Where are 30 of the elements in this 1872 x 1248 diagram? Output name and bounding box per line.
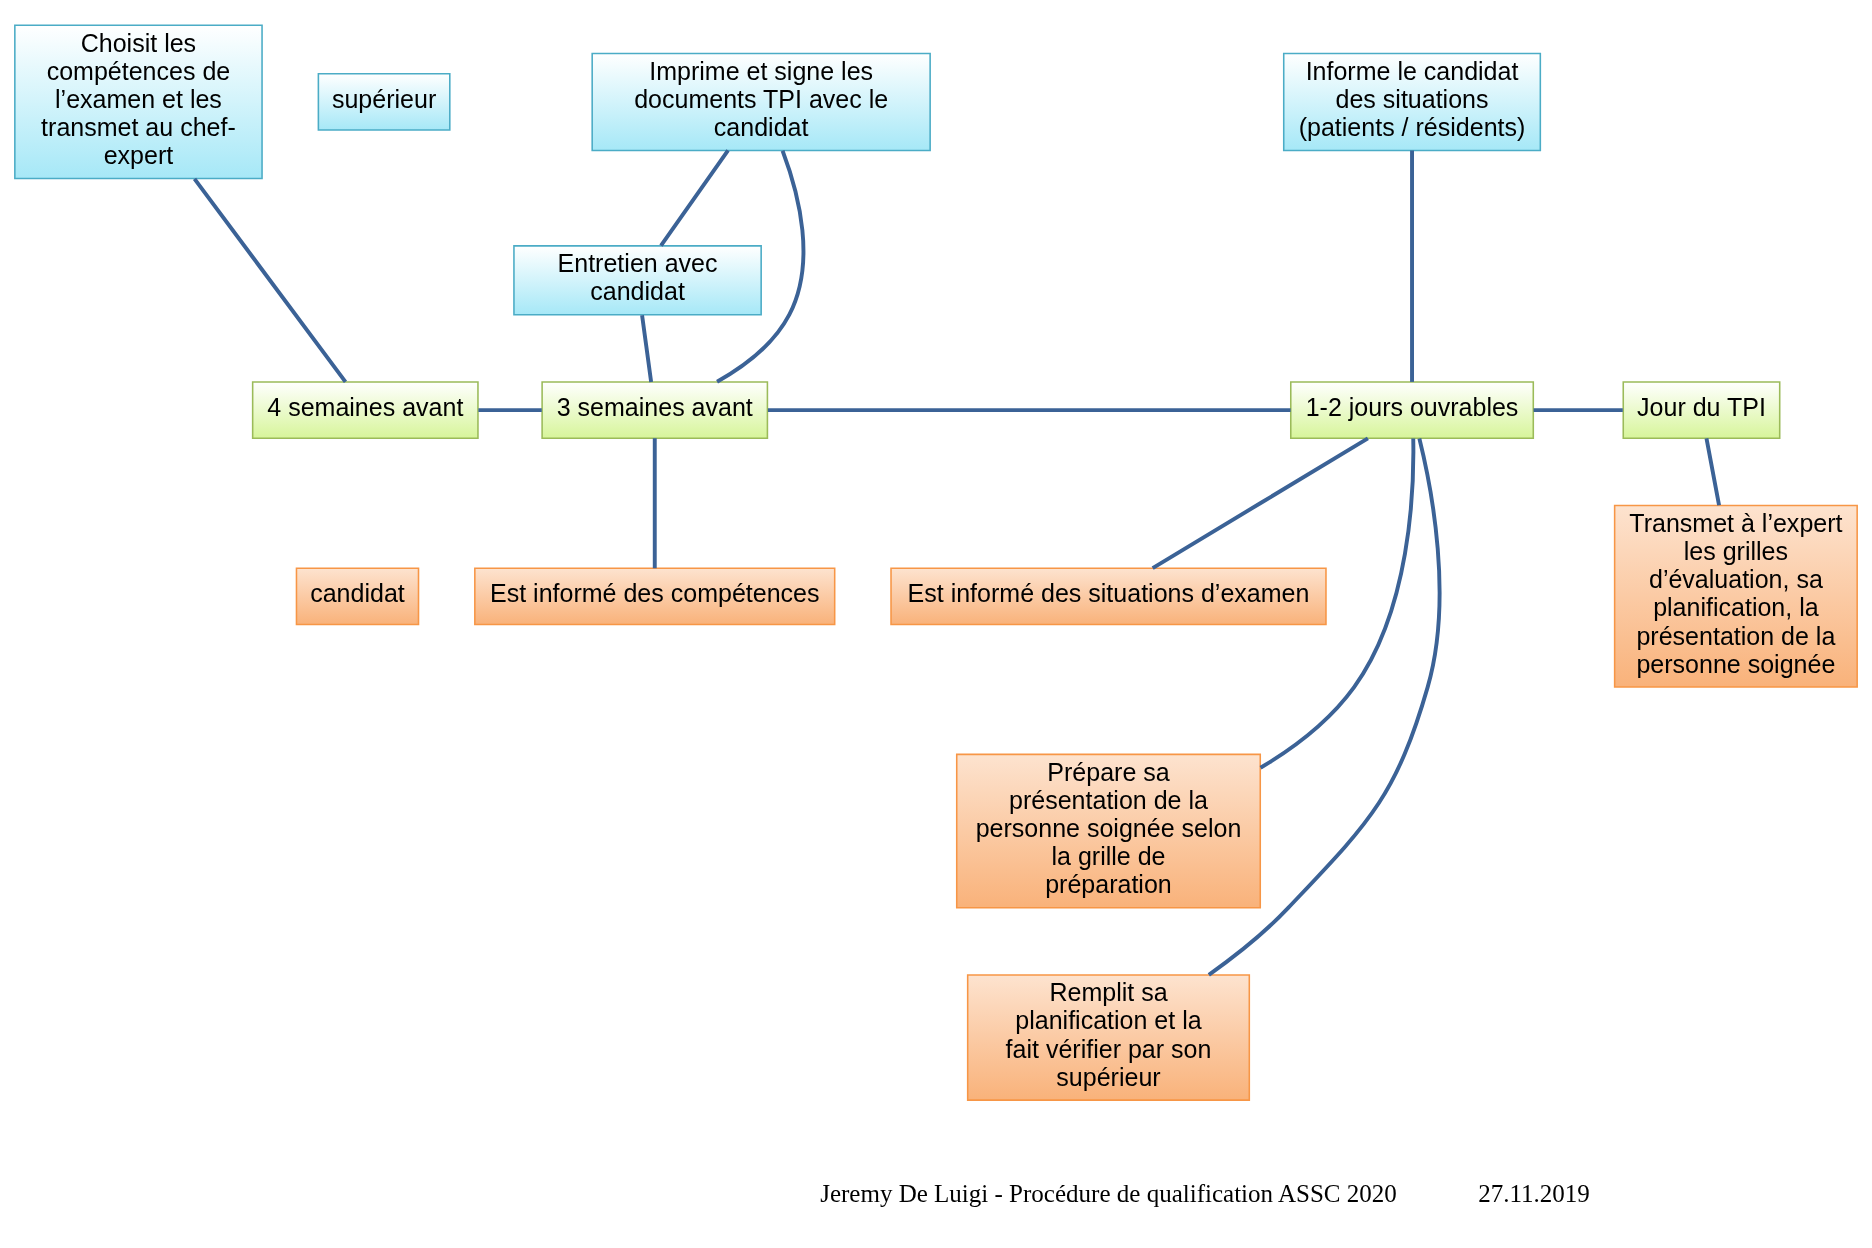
connector [659,148,730,247]
connector [478,407,542,412]
node-box: Jour du TPI [1622,380,1781,439]
connector [1151,436,1369,570]
node-box: Remplit sa planification et la fait vérifier par son supérieur [966,973,1251,1101]
connector [1259,437,1416,769]
node-box: 3 semaines avant [541,380,769,439]
node-box: Est informé des compétences [474,566,836,625]
connector [767,407,1291,412]
connector [1533,407,1623,412]
label: Jeremy De Luigi - Procédure de qualification ASSC 2020 [820,1179,1397,1207]
node-box: Imprime et signe les documents TPI avec le candidat [591,52,931,151]
node-box: Transmet à l’expert les grilles d’évaluation, sa planification, la présentation de la personne soignée [1613,504,1858,688]
node-box: 4 semaines avant [251,380,479,439]
connector [192,177,348,383]
connector [1704,437,1721,506]
connector [652,437,657,568]
node-box: 1-2 jours ouvrables [1290,380,1535,439]
node-box: Choisit les compétences de l’examen et les transmet au chef-expert [14,24,263,179]
connector [1207,437,1442,976]
node-box: candidat [295,566,420,625]
connector [640,314,654,382]
connector [1410,150,1414,382]
node-box: supérieur [317,72,451,131]
node-box: Prépare sa présentation de la personne soignée selon la grille de préparation [955,753,1262,908]
node-box: Informe le candidat des situations (patients / résidents) [1282,52,1542,151]
label: 27.11.2019 [1478,1179,1590,1207]
connector [716,149,806,383]
node-box: Entretien avec candidat [513,244,762,315]
node-box: Est informé des situations d’examen [890,566,1327,625]
